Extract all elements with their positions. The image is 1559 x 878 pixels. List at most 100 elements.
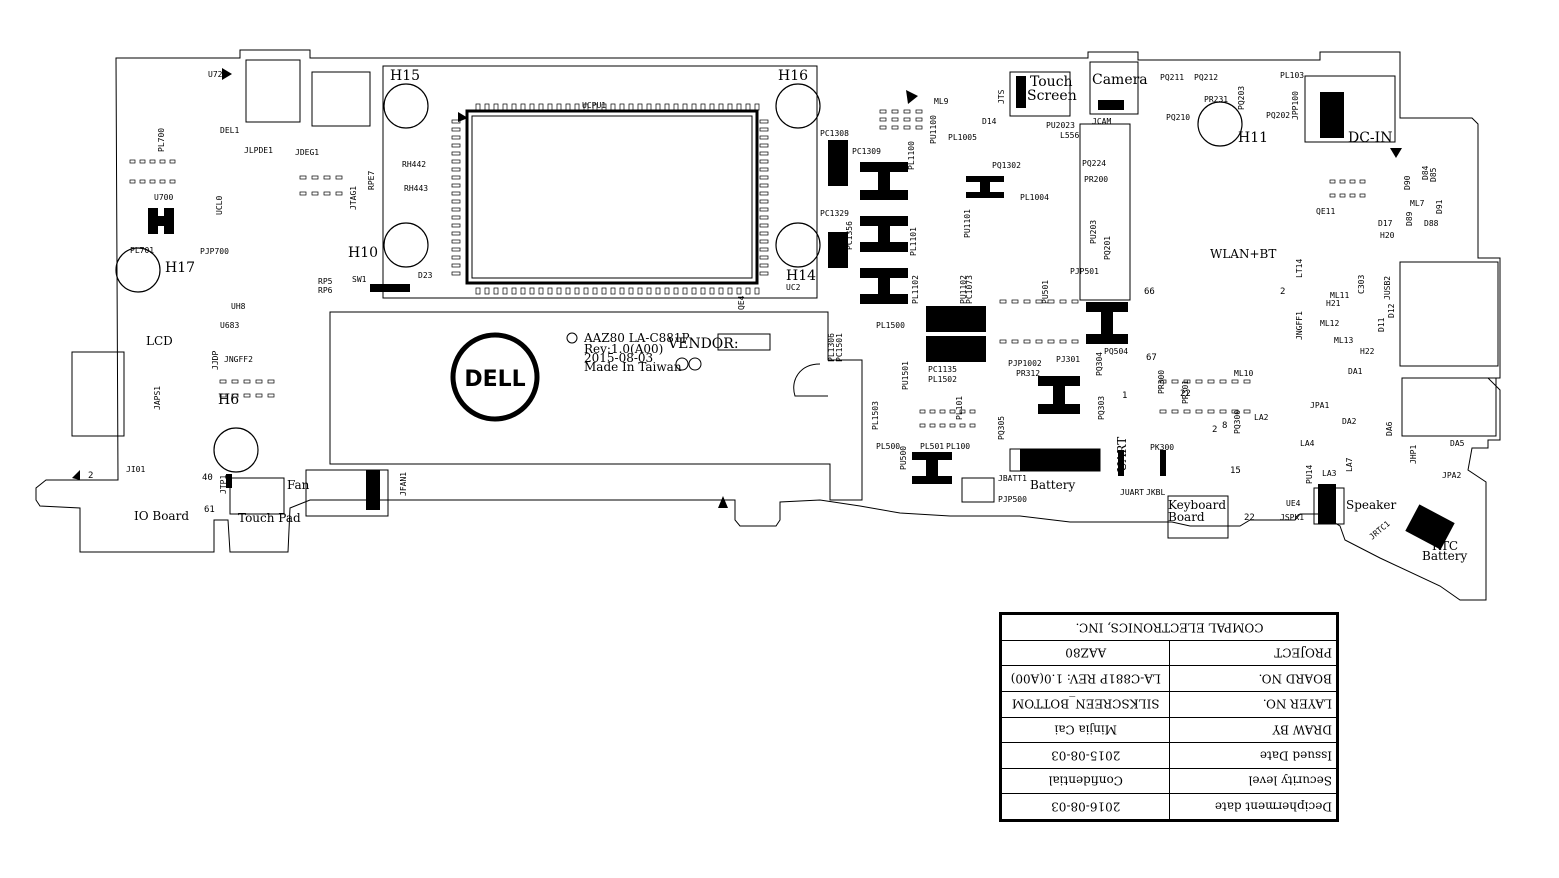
smd-pad	[565, 287, 571, 295]
smd-pad	[451, 207, 461, 212]
smd-pad	[1171, 379, 1179, 384]
smd-pad	[754, 103, 760, 111]
smd-pad	[682, 287, 688, 295]
smd-pad	[759, 119, 769, 124]
smd-pad	[759, 167, 769, 172]
smd-pad	[759, 143, 769, 148]
ref-rpe7: RPE7	[367, 171, 376, 190]
smd-pad	[1359, 179, 1366, 184]
smd-pad	[759, 231, 769, 236]
smd-pad	[939, 409, 946, 414]
ref-pu1101: PU1101	[963, 209, 972, 238]
smd-pad	[451, 255, 461, 260]
smd-pad	[1339, 179, 1346, 184]
hole-label-h14: H14	[786, 268, 816, 284]
smd-pad	[969, 409, 976, 414]
smd-pad	[592, 287, 598, 295]
pin-marks: 2 40 61 22 15 66 2 67 1 2 8 22	[88, 287, 1285, 523]
ref-pu14: PU14	[1305, 465, 1314, 484]
ref-u729: U729	[208, 70, 227, 79]
smd-pad	[915, 117, 923, 122]
silkscreen-info: AAZ80 LA-C881P Rev:1.0(A00) 2015-08-03 M…	[566, 331, 739, 374]
ref-jcam: JCAM	[1092, 117, 1111, 126]
ref-pu1100: PU1100	[929, 115, 938, 144]
ref-pl101: PL101	[955, 396, 964, 420]
smd-pad	[673, 103, 679, 111]
smd-pad	[475, 103, 481, 111]
ref-pq202: PQ202	[1266, 111, 1290, 120]
build-date: 2015-08-03	[584, 351, 653, 365]
pin-mark-22b: 22	[1180, 389, 1191, 399]
title-key-project: PROJECT	[1169, 640, 1337, 666]
smd-pad	[727, 103, 733, 111]
ref-jngff1: JNGFF1	[1295, 311, 1304, 340]
mount-hole-h6	[213, 427, 259, 473]
ref-pc1308: PC1308	[820, 129, 849, 138]
dell-logo: DELL	[450, 332, 540, 422]
hole-label-h15: H15	[390, 68, 420, 84]
smd-pad	[903, 125, 911, 130]
label-lcd: LCD	[146, 334, 173, 348]
smd-pad	[949, 423, 956, 428]
smd-pad	[159, 179, 166, 184]
title-key-drawby: DRAW BY	[1169, 717, 1337, 743]
smd-pad	[929, 409, 936, 414]
ref-ji01: JI01	[126, 465, 145, 474]
ref-d17: D17	[1378, 219, 1393, 228]
smd-pad	[628, 287, 634, 295]
smd-pad	[538, 103, 544, 111]
smd-pad	[759, 239, 769, 244]
smd-pad	[759, 215, 769, 220]
smd-pad	[646, 287, 652, 295]
ref-d91: D91	[1435, 199, 1444, 214]
connector-bodies	[226, 76, 1455, 550]
smd-pad	[939, 423, 946, 428]
title-value-drawby: Minjia Cai	[1001, 717, 1169, 743]
ref-da1: DA1	[1348, 367, 1363, 376]
smd-pad	[1339, 193, 1346, 198]
smd-pad	[759, 191, 769, 196]
smd-pad	[511, 287, 517, 295]
ref-d11: D11	[1377, 317, 1386, 332]
ref-pc1329: PC1329	[820, 209, 849, 218]
ref-pr231: PR231	[1204, 95, 1228, 104]
smd-pad	[759, 255, 769, 260]
smd-pad	[601, 287, 607, 295]
ref-pl1102: PL1102	[911, 275, 920, 304]
smd-pad	[759, 263, 769, 268]
smd-pad	[231, 393, 239, 398]
label-keyboard-2: Board	[1168, 510, 1205, 524]
smd-pad	[1047, 339, 1055, 344]
smd-pad	[529, 103, 535, 111]
ref-pu501: PU501	[1041, 280, 1050, 304]
smd-pad	[628, 103, 634, 111]
smd-pad	[736, 287, 742, 295]
smd-pad	[1243, 409, 1251, 414]
label-touch-screen-1: Touch	[1030, 74, 1073, 90]
ref-pr300: PR300	[1157, 370, 1166, 394]
arrow-marker-icon	[1390, 148, 1402, 158]
smd-pad	[1159, 409, 1167, 414]
ref-designators: U729 JLPDE1 JDEG1 DEL1 PL700 U700 UCL0 P…	[126, 70, 1465, 542]
ref-juart: JUART	[1120, 488, 1144, 497]
smd-pad	[759, 135, 769, 140]
label-dc-in: DC-IN	[1348, 130, 1392, 146]
smd-pad	[1183, 409, 1191, 414]
ref-pjp501: PJP501	[1070, 267, 1099, 276]
title-key-issued: Issued Date	[1169, 742, 1337, 769]
smd-pad	[451, 199, 461, 204]
smd-pad	[601, 103, 607, 111]
pin-mark-kb-15: 15	[1230, 466, 1241, 476]
smd-pad	[1329, 193, 1336, 198]
smd-pad	[754, 287, 760, 295]
smd-pad	[219, 393, 227, 398]
smd-pad	[547, 287, 553, 295]
smd-pad	[1219, 379, 1227, 384]
ref-pl1005: PL1005	[948, 133, 977, 142]
ref-la2: LA2	[1254, 413, 1269, 422]
ref-pjp1002: PJP1002	[1008, 359, 1042, 368]
pin-mark-io-61: 61	[204, 505, 215, 515]
ref-d23: D23	[418, 271, 433, 280]
ref-jhp1: JHP1	[1409, 445, 1418, 464]
